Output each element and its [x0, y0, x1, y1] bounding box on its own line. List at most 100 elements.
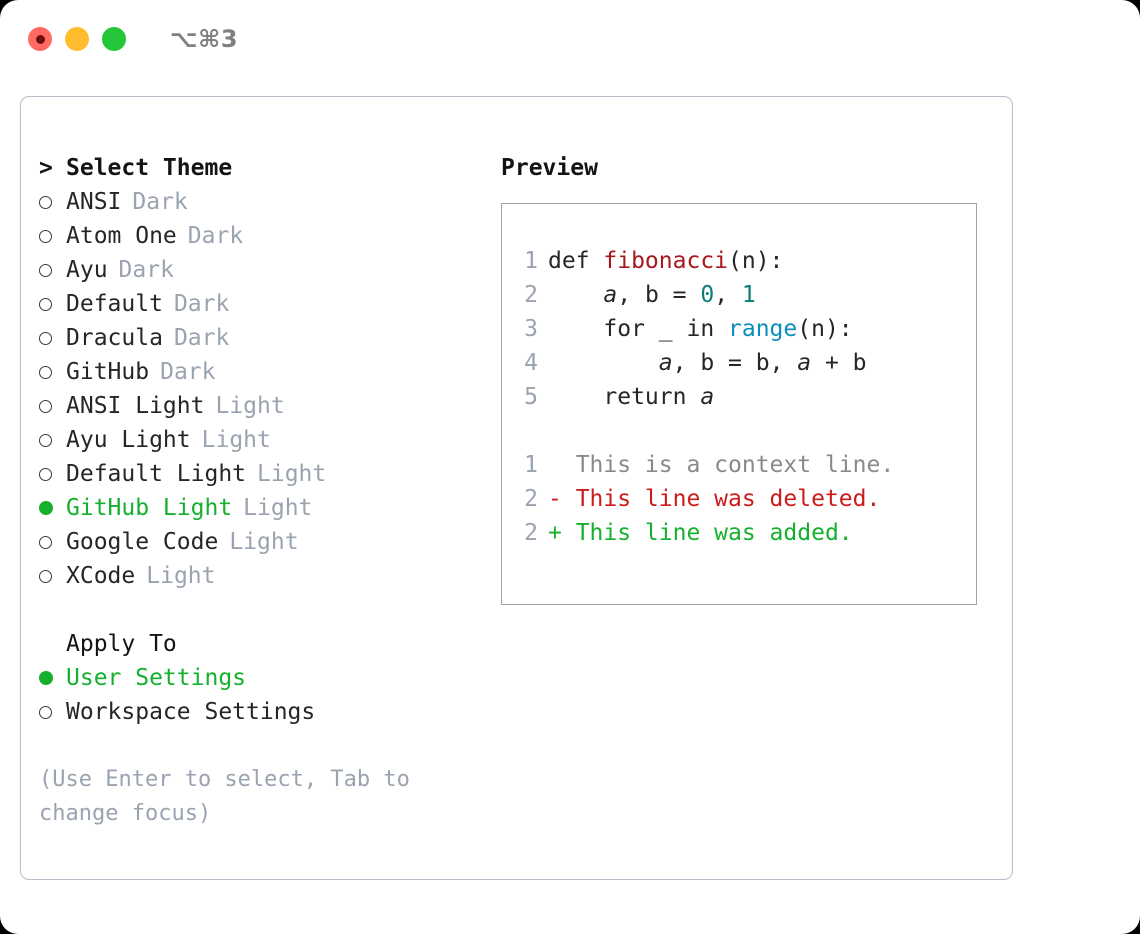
radio-empty-icon	[39, 433, 66, 447]
apply-to-title: Apply To	[66, 631, 177, 657]
code-token-plain: for _ in	[548, 316, 729, 342]
theme-variant-tag: Light	[257, 461, 327, 487]
code-token-var: a	[700, 384, 715, 410]
theme-list-item[interactable]: Default Dark	[39, 287, 489, 321]
traffic-lights	[28, 27, 126, 51]
theme-variant-tag: Dark	[132, 189, 188, 215]
theme-list-header: > Select Theme	[39, 151, 489, 185]
code-token-plain: (n):	[797, 316, 853, 342]
radio-empty-icon	[39, 705, 66, 719]
apply-to-option[interactable]: User Settings	[39, 661, 489, 695]
theme-name-label: Dracula	[66, 325, 163, 351]
theme-list-item[interactable]: ANSI Light Light	[39, 389, 489, 423]
preview-title: Preview	[501, 155, 598, 181]
diff-line-number: 1	[524, 452, 538, 478]
radio-selected-icon	[39, 671, 66, 685]
code-line: 2 a, b = 0, 1	[502, 278, 976, 312]
radio-empty-icon	[39, 263, 66, 277]
code-token-plain: , b = b,	[672, 350, 798, 376]
theme-name-label: ANSI Light	[66, 393, 205, 419]
theme-name-label: Ayu Light	[66, 427, 191, 453]
code-token-plain: =	[658, 282, 701, 308]
close-button-icon[interactable]	[28, 27, 52, 51]
code-token-plain: def	[548, 248, 604, 274]
theme-list-item[interactable]: ANSI Dark	[39, 185, 489, 219]
theme-variant-tag: Light	[243, 495, 313, 521]
code-line-text: def fibonacci(n):	[548, 244, 783, 278]
theme-variant-tag: Light	[215, 393, 285, 419]
theme-list-item[interactable]: GitHub Light Light	[39, 491, 489, 525]
apply-to-header: Apply To	[39, 627, 489, 661]
code-line-number: 4	[524, 350, 538, 376]
radio-empty-icon	[39, 229, 66, 243]
radio-selected-icon	[39, 501, 66, 515]
code-line-text: a, b = b, a + b	[548, 346, 867, 380]
code-token-builtin: range	[728, 316, 798, 342]
code-line: 4 a, b = b, a + b	[502, 346, 976, 380]
code-line-text: a, b = 0, 1	[548, 278, 755, 312]
theme-variant-tag: Dark	[118, 257, 174, 283]
maximize-button-icon[interactable]	[102, 27, 126, 51]
radio-dot-icon	[39, 501, 53, 515]
code-token-plain	[548, 282, 603, 308]
theme-variant-tag: Light	[229, 529, 299, 555]
theme-name-label: GitHub Light	[66, 495, 233, 521]
hint-text: (Use Enter to select, Tab to change focu…	[39, 767, 424, 826]
diff-line-number: 2	[524, 520, 538, 546]
theme-name-label: Default	[66, 291, 163, 317]
theme-name-label: GitHub	[66, 359, 150, 385]
code-token-plain: + b	[811, 350, 867, 376]
minimize-button-icon[interactable]	[65, 27, 89, 51]
code-token-plain: return	[548, 384, 701, 410]
theme-name-label: Default Light	[66, 461, 247, 487]
diff-line-text: + This line was added.	[548, 520, 853, 546]
radio-dot-icon	[39, 365, 52, 379]
apply-to-option-label: User Settings	[66, 665, 247, 691]
diff-line-text: This is a context line.	[548, 452, 895, 478]
radio-empty-icon	[39, 331, 66, 345]
radio-dot-icon	[39, 535, 52, 549]
apply-to-option-label: Workspace Settings	[66, 699, 316, 725]
title-bar: ⌥⌘3	[0, 0, 1140, 78]
apply-to-option[interactable]: Workspace Settings	[39, 695, 489, 729]
code-line-text: for _ in range(n):	[548, 312, 853, 346]
code-token-var: a	[603, 282, 618, 308]
diff-line-ctx: 1 This is a context line.	[502, 448, 976, 482]
theme-variant-tag: Light	[146, 563, 216, 589]
radio-empty-icon	[39, 467, 66, 481]
code-line: 5 return a	[502, 380, 976, 414]
radio-empty-icon	[39, 569, 66, 583]
radio-dot-icon	[39, 671, 53, 685]
radio-empty-icon	[39, 535, 66, 549]
theme-variant-tag: Dark	[173, 291, 230, 317]
code-token-plain: b	[644, 282, 659, 308]
code-token-number: 0	[700, 282, 715, 308]
diff-line-number: 2	[524, 486, 538, 512]
radio-empty-icon	[39, 399, 66, 413]
code-line-number: 2	[524, 282, 538, 308]
theme-list-title: Select Theme	[66, 155, 233, 181]
code-line: 3 for _ in range(n):	[502, 312, 976, 346]
code-token-plain: (n):	[728, 248, 784, 274]
code-line-number: 5	[524, 384, 538, 410]
code-line-number: 3	[524, 316, 538, 342]
diff-sample: 1 This is a context line.2- This line wa…	[502, 448, 976, 550]
radio-empty-icon	[39, 365, 66, 379]
radio-dot-icon	[39, 569, 52, 583]
theme-list-item[interactable]: Default Light Light	[39, 457, 489, 491]
theme-name-label: ANSI	[66, 189, 122, 215]
